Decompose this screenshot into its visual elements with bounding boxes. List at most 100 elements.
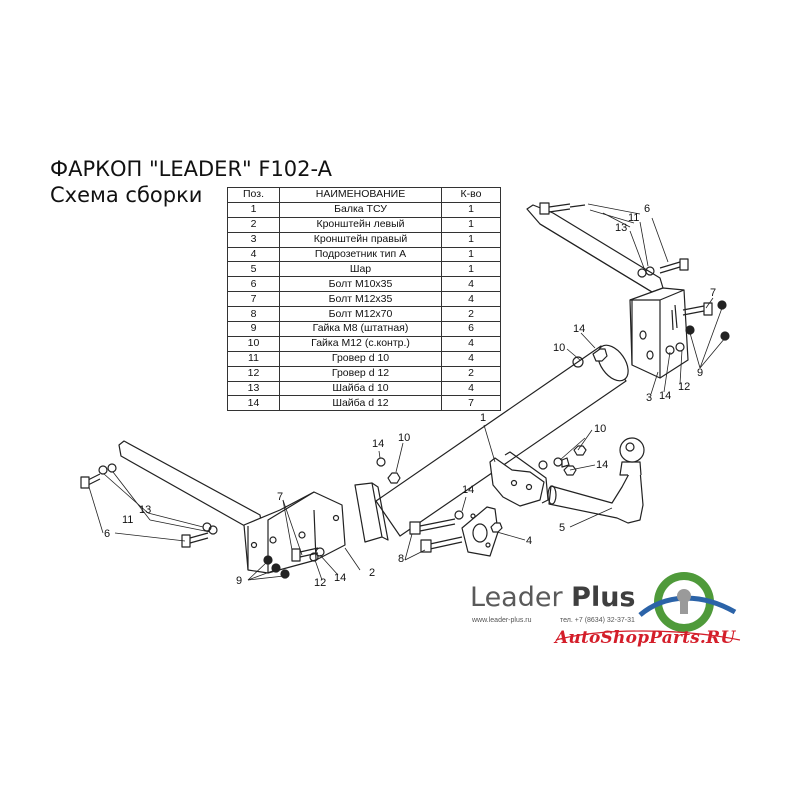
callout-7-right: 7 xyxy=(710,287,717,299)
table-cell: Шар xyxy=(279,261,442,278)
table-cell: Шайба d 10 xyxy=(279,380,442,397)
table-cell: Гайка М12 (с.контр.) xyxy=(279,335,442,352)
table-cell: 4 xyxy=(441,335,501,352)
table-header-row: Поз. НАИМЕНОВАНИЕ К-во xyxy=(227,187,501,203)
brand-phone: тел. +7 (8634) 32-37-31 xyxy=(560,617,635,624)
center-fasteners xyxy=(376,457,503,553)
leader-plus-logo xyxy=(638,572,737,632)
callout-5: 5 xyxy=(559,522,566,534)
callout-9-right: 9 xyxy=(697,367,704,379)
callout-14-left: 14 xyxy=(334,572,347,584)
callout-13-left: 13 xyxy=(139,504,152,516)
callout-10-right-top: 10 xyxy=(553,342,566,354)
table-cell: 1 xyxy=(441,216,501,233)
table-cell: 5 xyxy=(227,261,280,278)
table-cell: 4 xyxy=(441,350,501,367)
table-cell: 4 xyxy=(441,291,501,308)
callout-14-center: 14 xyxy=(462,484,475,496)
callout-10-mid: 10 xyxy=(398,432,411,444)
brand-name-light: Leader xyxy=(470,582,572,613)
watermark: AutoShopParts.RU xyxy=(555,628,736,648)
callout-7-left: 7 xyxy=(277,491,284,503)
callout-14-right-top: 14 xyxy=(573,323,586,335)
callout-4: 4 xyxy=(526,535,533,547)
table-cell: 3 xyxy=(227,231,280,248)
callout-1: 1 xyxy=(480,412,487,424)
table-header: Поз. xyxy=(227,187,280,203)
page-title: ФАРКОП "LEADER" F102-A xyxy=(50,157,333,181)
table-cell: 4 xyxy=(227,246,280,263)
table-cell: 14 xyxy=(227,395,280,412)
table-cell: 2 xyxy=(441,365,501,382)
callout-9-left: 9 xyxy=(236,575,243,587)
table-cell: Болт М12х35 xyxy=(279,291,442,308)
table-cell: 1 xyxy=(441,231,501,248)
table-cell: 6 xyxy=(441,321,501,337)
ball-mount xyxy=(547,437,645,524)
brand-name: Leader Plus xyxy=(470,582,636,613)
callout-13-right: 13 xyxy=(615,222,628,234)
table-cell: Кронштейн правый xyxy=(279,231,442,248)
beam xyxy=(354,344,629,543)
table-cell: Болт М12х70 xyxy=(279,306,442,323)
autoshopparts-logo xyxy=(555,630,741,641)
callout-12-right: 12 xyxy=(678,381,691,393)
leader-lines xyxy=(88,203,726,581)
callout-11-left: 11 xyxy=(122,514,134,526)
table-cell: Балка ТСУ xyxy=(279,201,442,218)
callout-6-left: 6 xyxy=(104,528,111,540)
callout-3: 3 xyxy=(646,392,653,404)
callout-8: 8 xyxy=(398,553,405,565)
table-cell: 1 xyxy=(227,201,280,218)
table-cell: 1 xyxy=(441,201,501,218)
callout-2: 2 xyxy=(369,567,376,579)
table-cell: 6 xyxy=(227,276,280,293)
callout-14-right: 14 xyxy=(659,390,672,402)
page-subtitle: Схема сборки xyxy=(50,183,203,207)
table-cell: Болт М10х35 xyxy=(279,276,442,293)
table-cell: Подрозетник тип А xyxy=(279,246,442,263)
table-cell: 2 xyxy=(441,306,501,323)
table-cell: 13 xyxy=(227,380,280,397)
table-cell: 8 xyxy=(227,306,280,323)
right-fasteners xyxy=(538,202,730,476)
table-cell: 4 xyxy=(441,276,501,293)
table-cell: 11 xyxy=(227,350,280,367)
brand-name-bold: Plus xyxy=(571,582,636,613)
callout-11-right: 11 xyxy=(628,212,640,224)
right-bracket xyxy=(526,204,689,379)
table-cell: Гровер d 12 xyxy=(279,365,442,382)
table-cell: 9 xyxy=(227,321,280,337)
table-cell: 1 xyxy=(441,246,501,263)
callout-14-ball: 14 xyxy=(596,459,609,471)
table-cell: 2 xyxy=(227,216,280,233)
table-cell: 10 xyxy=(227,335,280,352)
table-cell: 7 xyxy=(441,395,501,412)
callout-12-left: 12 xyxy=(314,577,327,589)
callout-10-ball: 10 xyxy=(594,423,607,435)
table-cell: 1 xyxy=(441,261,501,278)
table-header: НАИМЕНОВАНИЕ xyxy=(279,187,442,203)
table-cell: Гровер d 10 xyxy=(279,350,442,367)
left-bracket xyxy=(118,440,346,574)
callout-6-right: 6 xyxy=(644,203,651,215)
table-cell: 7 xyxy=(227,291,280,308)
table-cell: Гайка М8 (штатная) xyxy=(279,321,442,337)
table-header: К-во xyxy=(441,187,501,203)
table-cell: Шайба d 12 xyxy=(279,395,442,412)
